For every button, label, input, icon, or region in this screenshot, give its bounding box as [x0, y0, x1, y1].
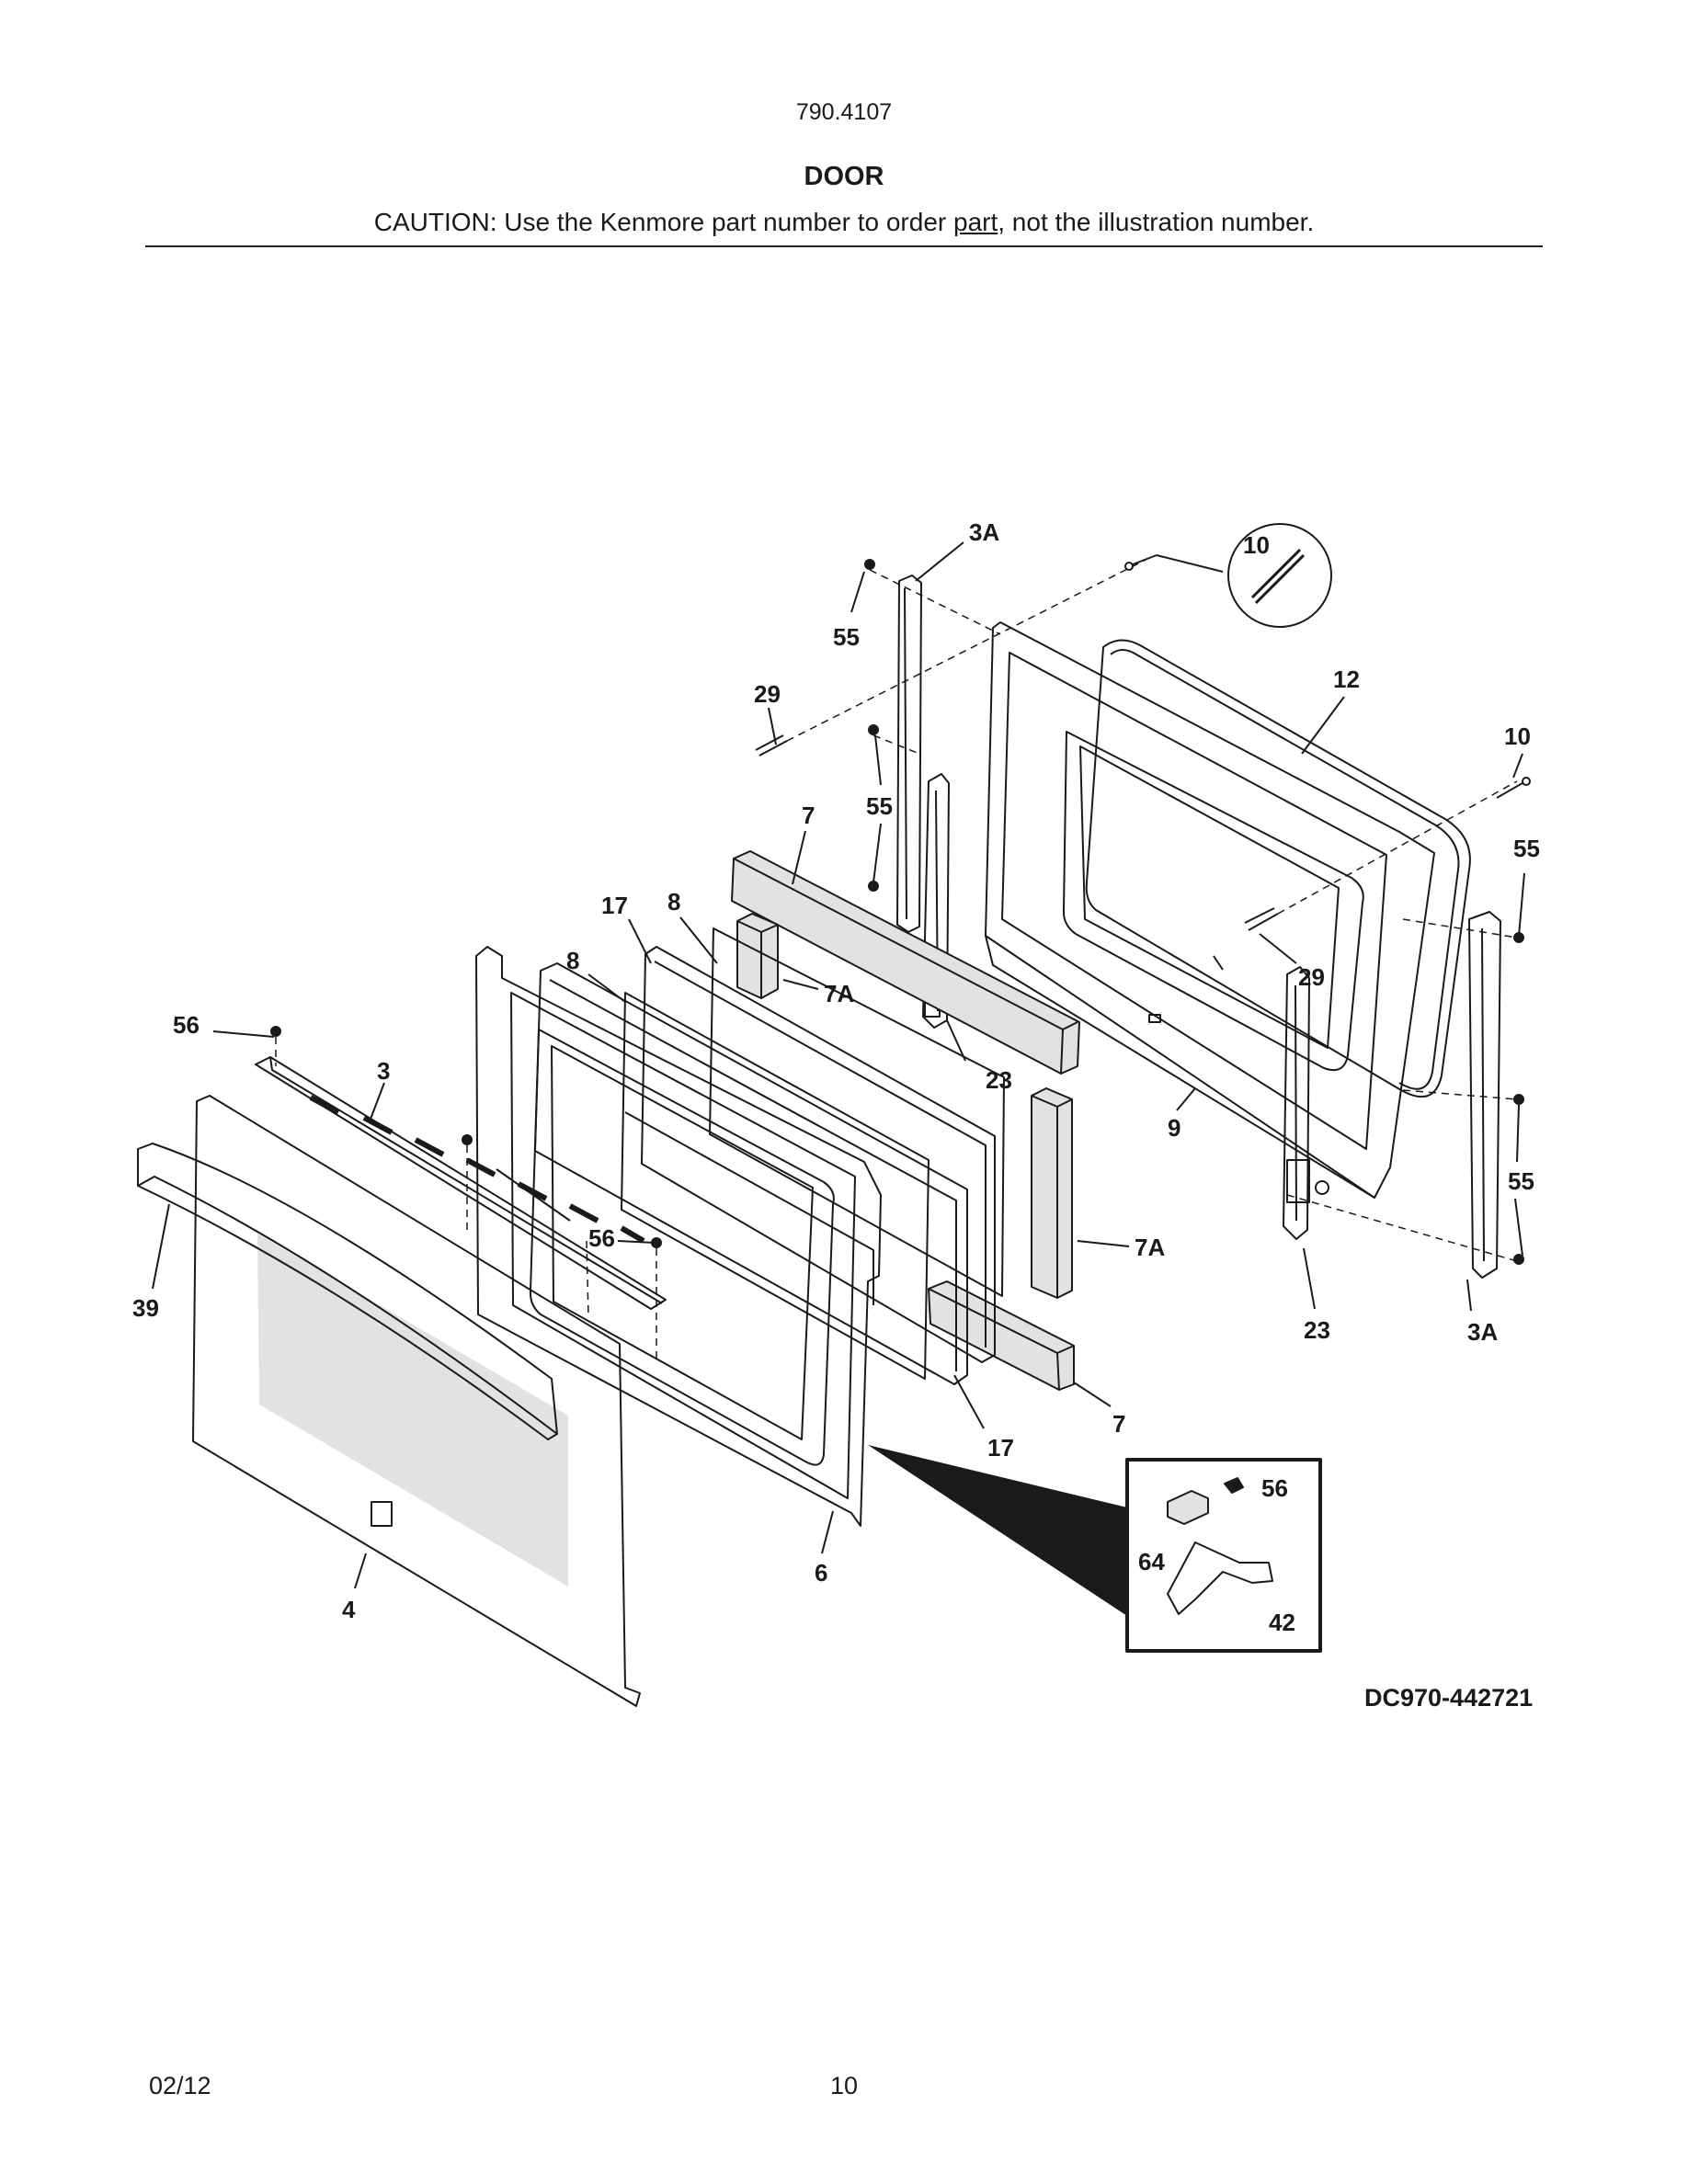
glass-pane-rear — [709, 927, 1005, 1297]
rod-10-top — [1124, 554, 1158, 571]
window-frame-rear — [641, 946, 996, 1363]
callout-42: 42 — [1269, 1609, 1295, 1636]
callout-6: 6 — [815, 1559, 827, 1587]
callout-leaders — [152, 541, 1525, 1589]
callout-10-circle: 10 — [1243, 531, 1270, 559]
callout-3a-lower: 3A — [1467, 1318, 1498, 1346]
drawing-id: DC970-442721 — [1364, 1684, 1533, 1712]
insulation-side-upper — [736, 913, 779, 999]
insulation-side-lower — [1031, 1087, 1073, 1299]
caution-note: CAUTION: Use the Kenmore part number to … — [0, 208, 1688, 237]
screw-right-c — [1513, 1254, 1524, 1265]
hinge-pin-right — [1244, 907, 1279, 931]
callout-56-left: 56 — [173, 1011, 200, 1039]
inset-parts — [1167, 1477, 1273, 1615]
screw-top-b — [868, 724, 879, 735]
callout-7-top: 7 — [802, 802, 815, 829]
header-rule — [145, 245, 1543, 247]
callout-56-mid: 56 — [588, 1224, 615, 1252]
vent-trim — [255, 1056, 667, 1310]
insulation-bottom — [928, 1280, 1075, 1391]
window-frame-front — [534, 962, 968, 1385]
footer-date: 02/12 — [149, 2072, 211, 2099]
callout-55-lower: 55 — [1508, 1167, 1534, 1195]
callout-23-lower: 23 — [1304, 1316, 1330, 1344]
glass-pane-front — [621, 992, 930, 1380]
callout-23-mid: 23 — [986, 1066, 1012, 1094]
side-channel-left — [896, 574, 922, 933]
callout-17-lower: 17 — [987, 1434, 1014, 1462]
callout-29-left: 29 — [754, 680, 781, 708]
callout-3: 3 — [377, 1057, 390, 1085]
section-title: DOOR — [804, 162, 884, 191]
caution-text-end: , not the illustration number. — [998, 208, 1315, 236]
callout-9: 9 — [1168, 1114, 1180, 1142]
callout-8-top: 8 — [667, 888, 680, 916]
caution-underlined-word: part — [953, 208, 998, 236]
callout-7-lower: 7 — [1112, 1410, 1125, 1438]
callout-7a-lower: 7A — [1135, 1234, 1165, 1261]
caution-text-start: CAUTION: Use the Kenmore part number to … — [373, 208, 953, 236]
callout-4: 4 — [342, 1596, 356, 1623]
callout-55-mid: 55 — [866, 792, 893, 820]
callout-17-top: 17 — [601, 892, 628, 919]
model-number: 790.4107 — [795, 99, 893, 125]
inner-door-panel — [475, 946, 882, 1527]
screw-top-a — [864, 559, 875, 570]
callout-55-top: 55 — [833, 623, 860, 651]
pin-detail-circle — [1227, 523, 1332, 628]
screw-top-c — [868, 881, 879, 892]
alignment-lines — [275, 554, 1518, 1360]
door-hinge-right — [1283, 966, 1329, 1240]
door-handle — [137, 1143, 558, 1440]
rod-10-right — [1496, 777, 1531, 799]
callout-29-right: 29 — [1298, 963, 1325, 991]
screw-vent-mid — [462, 1134, 473, 1145]
callout-56-inset: 56 — [1261, 1474, 1288, 1502]
door-gasket — [1085, 639, 1471, 1098]
insulation-top — [731, 850, 1080, 1075]
page-number: 10 — [829, 2072, 859, 2099]
callout-39: 39 — [132, 1294, 159, 1322]
callout-labels: 3A 10 55 29 12 10 7 55 55 17 8 8 7A 29 5… — [132, 518, 1540, 1636]
outer-door-panel — [192, 1095, 641, 1707]
callout-10-right: 10 — [1504, 722, 1531, 750]
callout-55-right: 55 — [1513, 835, 1540, 862]
callout-7a-top: 7A — [824, 980, 854, 1007]
callout-3a-top: 3A — [969, 518, 999, 546]
callout-12: 12 — [1333, 665, 1360, 693]
callout-64: 64 — [1138, 1548, 1165, 1575]
side-channel-right — [1468, 911, 1501, 1279]
bracket-detail-inset — [1125, 1458, 1322, 1653]
hinge-pin-left — [755, 734, 788, 756]
inner-door-liner — [985, 621, 1435, 1199]
screw-vent-left — [270, 1026, 281, 1037]
screw-right-b — [1513, 1094, 1524, 1105]
pin-detail-rod — [1250, 548, 1306, 605]
detail-pointer-wedge — [868, 1445, 1127, 1616]
callout-8-mid: 8 — [566, 947, 579, 974]
